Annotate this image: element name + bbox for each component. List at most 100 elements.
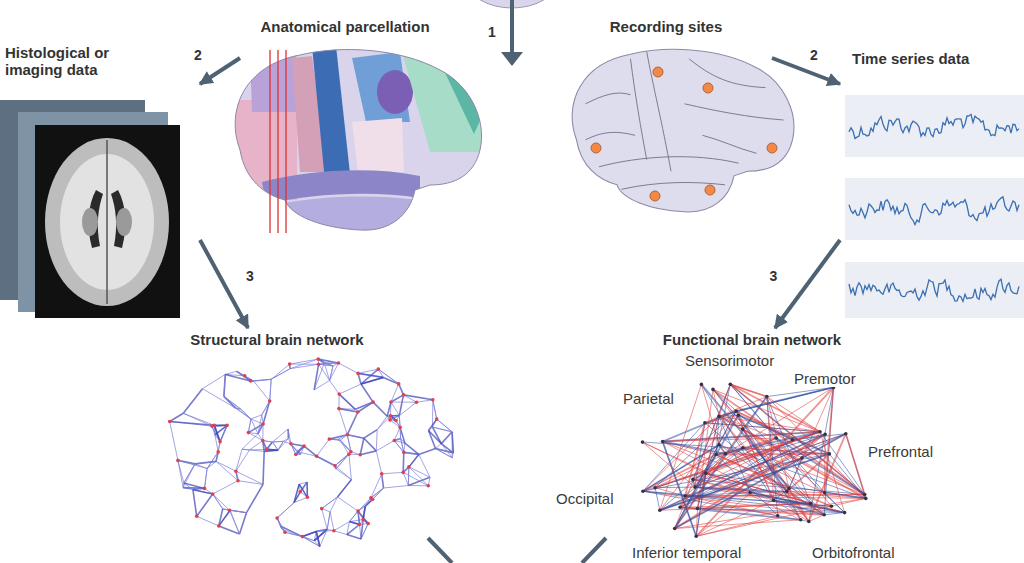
network-node [776,514,780,518]
network-link [349,454,352,479]
network-link [376,441,394,451]
network-node [737,413,741,417]
network-link [183,389,202,414]
brain-region [440,62,490,134]
network-link [330,366,333,381]
recording-site [703,83,713,93]
network-node [389,400,393,404]
network-link [193,490,197,517]
network-link [429,431,436,449]
network-link [336,452,351,469]
mri-nucleus [82,208,98,236]
panel-node: Histological or imaging data [0,40,200,322]
network-link [203,374,226,388]
network-link [330,366,333,381]
network-link [743,448,829,454]
network-node [298,490,302,494]
network-node [268,399,272,403]
network-node [711,388,715,392]
network-link [184,464,195,483]
network-node [358,523,362,527]
network-link [338,394,339,409]
network-link [277,503,294,518]
network-node [380,472,384,476]
network-node [228,509,232,513]
region-label: Prefrontal [866,444,935,460]
network-link [339,394,355,409]
network-link [409,454,419,467]
network-link [290,359,318,369]
network-link [262,424,263,441]
sulcus [586,132,636,139]
network-link [303,531,317,536]
network-link [334,522,350,531]
network-link [230,510,239,534]
network-link [214,425,220,441]
network-link [829,454,866,499]
brain-region [312,46,352,192]
network-link [195,461,216,464]
brain-outline [572,49,794,212]
step-number: 2 [194,47,202,63]
network-link [347,435,351,452]
network-link [384,486,409,489]
network-link [212,426,220,442]
network-link [170,413,184,421]
network-node [407,465,411,469]
network-link [178,460,183,487]
series-panel [845,178,1024,240]
network-link [224,396,236,408]
network-node [211,492,215,496]
network-node [168,420,172,424]
network-node [683,494,687,498]
network-link [355,402,373,409]
network-link [270,379,272,401]
network-link [263,451,264,484]
network-link [322,509,328,530]
network-link [197,494,213,516]
network-link [643,491,845,512]
network-link [433,400,437,419]
network-link [408,467,410,486]
series-panel [845,262,1024,318]
network-link [317,456,335,466]
mri-brain [45,138,169,306]
network-link [213,494,230,510]
network-link [361,384,373,402]
network-link [377,416,390,430]
network-link [317,456,335,466]
network-link [213,494,223,509]
network-link [693,479,774,500]
network-link [452,432,453,458]
network-node [700,383,704,387]
network-node [393,439,397,443]
network-node [661,440,665,444]
sulcus [647,52,671,172]
region-label: Occipital [554,491,616,507]
network-node [358,453,362,457]
network-node [641,489,645,493]
network-link [371,474,382,498]
network-node [693,485,697,489]
network-link [361,524,368,540]
network-link [419,454,430,477]
network-link [205,469,208,489]
network-link [280,526,302,537]
network-link [225,374,250,381]
network-link [271,364,289,379]
network-node [714,453,718,457]
network-link [314,363,324,390]
network-node [195,515,199,519]
network-link [391,402,417,403]
network-link [402,452,404,472]
network-link [205,469,208,489]
network-node [225,424,229,428]
network-link [322,497,338,509]
network-link [675,429,743,528]
network-link [212,426,220,442]
recording-site [650,191,660,201]
recording-site [767,143,777,153]
network-link [436,449,454,453]
panel-heading: Functional brain network [560,331,944,348]
panel-heading: Time series data [852,50,1024,67]
